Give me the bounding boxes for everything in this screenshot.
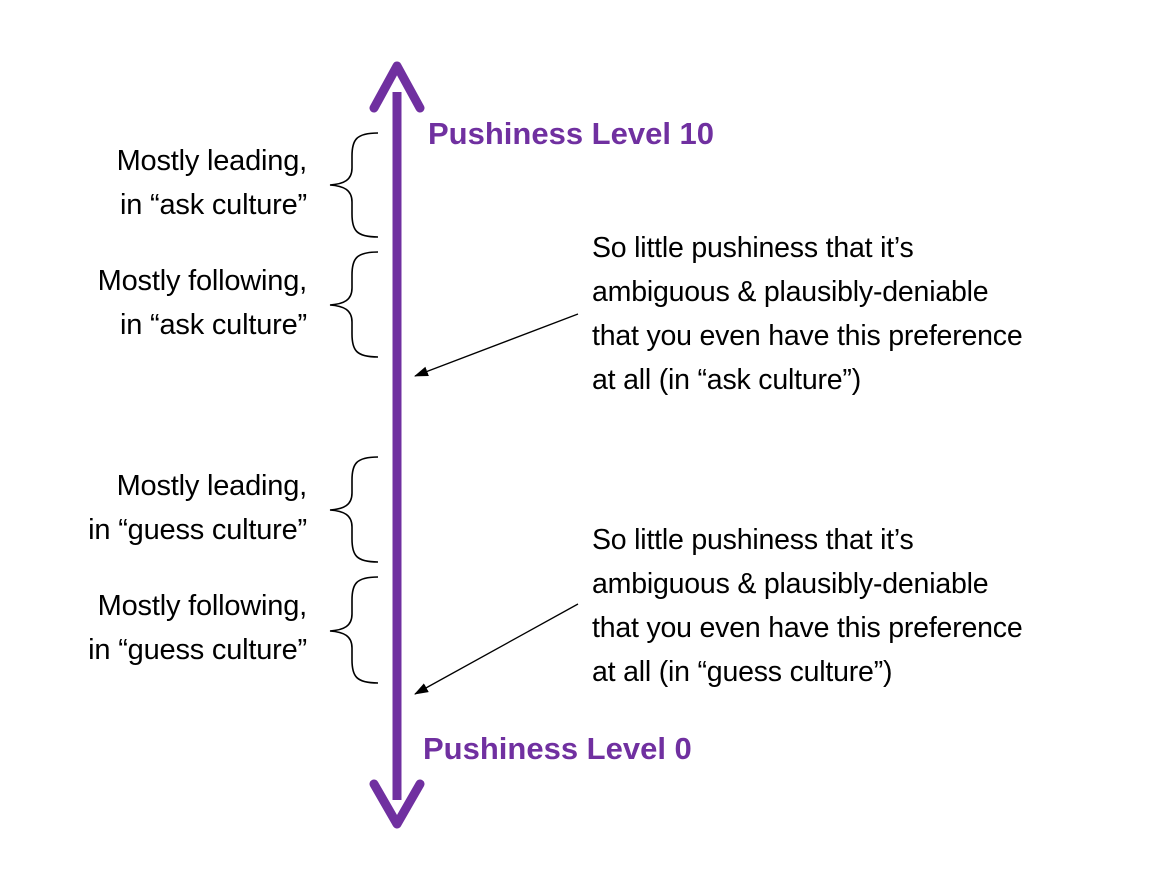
brace-guess-leading: [329, 456, 379, 563]
annotation-line: at all (in “guess culture”): [592, 656, 893, 688]
bracket-label-line: Mostly following,: [97, 590, 308, 622]
bracket-label-line: Mostly following,: [97, 265, 308, 297]
annotation-ask-culture: So little pushiness that it’s ambiguous …: [592, 226, 1023, 402]
annotation-guess-culture: So little pushiness that it’s ambiguous …: [592, 518, 1023, 694]
bracket-label-ask-leading: Mostly leading, in “ask culture”: [116, 139, 308, 227]
brace-ask-leading: [329, 132, 379, 238]
annotation-line: ambiguous & plausibly-deniable: [592, 568, 989, 600]
bracket-label-line: in “ask culture”: [120, 189, 307, 221]
annotation-line: So little pushiness that it’s: [592, 232, 914, 264]
annotation-line: So little pushiness that it’s: [592, 524, 914, 556]
axis-top-label: Pushiness Level 10: [428, 116, 715, 151]
brace-guess-following: [329, 576, 379, 684]
bracket-label-line: in “guess culture”: [88, 634, 307, 666]
bracket-label-line: Mostly leading,: [116, 145, 308, 177]
axis-bottom-arrowhead: [369, 779, 425, 829]
bracket-label-line: in “guess culture”: [88, 514, 307, 546]
annotation-arrow-guess: [414, 603, 579, 695]
annotation-arrow-ask: [414, 313, 579, 377]
bracket-label-ask-following: Mostly following, in “ask culture”: [97, 259, 308, 347]
axis-bottom-label: Pushiness Level 0: [423, 731, 692, 766]
axis-top-arrowhead: [369, 61, 425, 113]
bracket-label-guess-following: Mostly following, in “guess culture”: [88, 584, 307, 672]
annotation-line: that you even have this preference: [592, 320, 1023, 352]
bracket-label-guess-leading: Mostly leading, in “guess culture”: [88, 464, 307, 552]
annotation-line: ambiguous & plausibly-deniable: [592, 276, 989, 308]
bracket-label-line: in “ask culture”: [120, 309, 307, 341]
annotation-line: at all (in “ask culture”): [592, 364, 861, 396]
annotation-line: that you even have this preference: [592, 612, 1023, 644]
bracket-label-line: Mostly leading,: [116, 470, 308, 502]
brace-ask-following: [329, 251, 379, 358]
